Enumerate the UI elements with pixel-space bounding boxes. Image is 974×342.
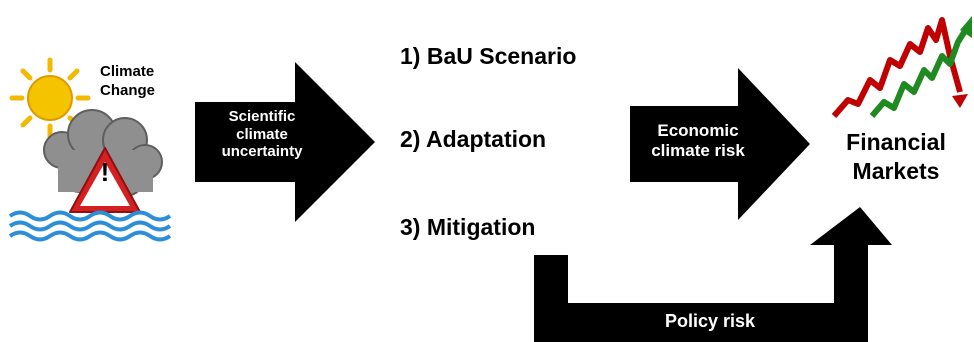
policy-risk-label: Policy risk bbox=[664, 311, 756, 331]
scenario-bau: 1) BaU Scenario bbox=[400, 43, 577, 69]
economic-line2: climate risk bbox=[651, 141, 745, 161]
climate-label-line2: Change bbox=[100, 82, 156, 99]
scientific-uncertainty-arrow bbox=[195, 62, 375, 222]
water-waves-icon bbox=[8, 210, 172, 242]
scientific-line2: climate bbox=[236, 125, 288, 143]
markets-line1: Financial bbox=[846, 129, 946, 155]
scientific-line3: uncertainty bbox=[221, 143, 303, 161]
financial-markets-label: Financial Markets bbox=[818, 128, 974, 186]
scientific-line1: Scientific bbox=[228, 108, 296, 125]
economic-line1: Economic bbox=[657, 121, 739, 140]
climate-label-line1: Climate bbox=[100, 63, 155, 80]
scientific-uncertainty-label: Scientific climate uncertainty bbox=[198, 108, 326, 161]
policy-risk-arrow bbox=[534, 207, 892, 342]
economic-risk-label: Economic climate risk bbox=[634, 121, 762, 161]
markets-line2: Markets bbox=[852, 158, 940, 184]
scenario-adaptation: 2) Adaptation bbox=[400, 126, 547, 152]
climate-change-illustration bbox=[8, 57, 172, 242]
economic-risk-arrow bbox=[630, 68, 810, 220]
climate-change-label: Climate Change bbox=[100, 62, 155, 100]
scenario-mitigation: 3) Mitigation bbox=[400, 214, 536, 240]
market-chart-icon bbox=[832, 16, 972, 118]
warning-exclamation: ! bbox=[100, 157, 110, 187]
